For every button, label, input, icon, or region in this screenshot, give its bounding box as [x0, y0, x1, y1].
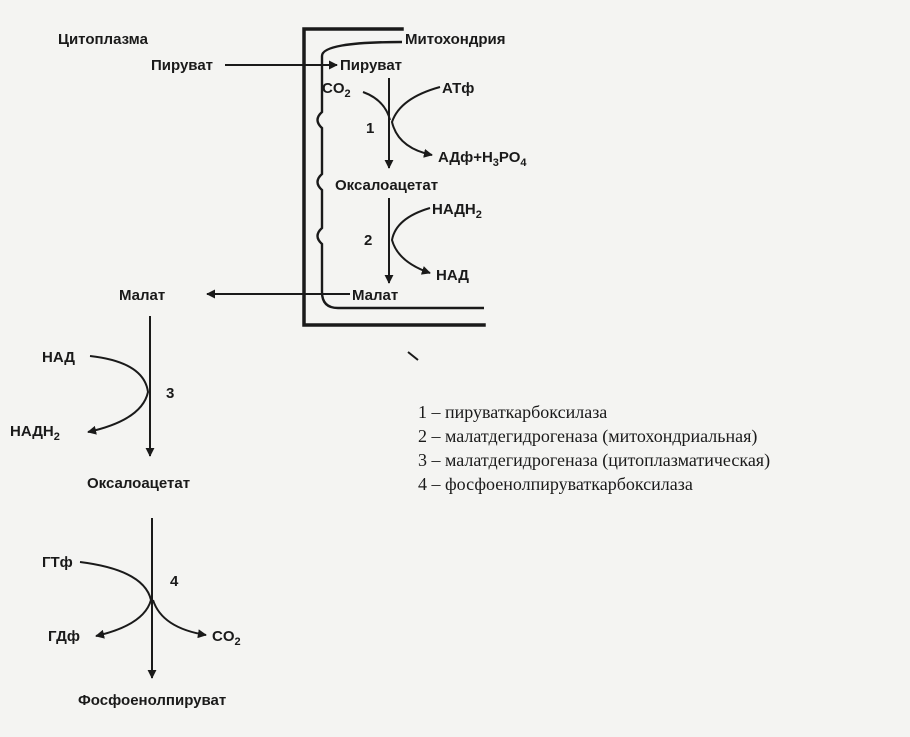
gdp-label: ГДф	[48, 628, 80, 645]
legend-item-3: 3 – малатдегидрогеназа (цитоплазматическ…	[418, 450, 771, 470]
legend-item-4: 4 – фосфоенолпируваткарбоксилаза	[418, 474, 693, 494]
legend-item-2: 2 – малатдегидрогеназа (митохондриальная…	[418, 426, 758, 446]
oxaloacetate-mitochondria: Оксалоацетат	[335, 177, 438, 194]
nad-mitochondria: НАД	[436, 267, 469, 284]
nad-cytoplasm: НАД	[42, 349, 75, 366]
cytoplasm-label: Цитоплазма	[58, 31, 149, 48]
adp-pi-label: АДф+Н3РО4	[438, 149, 527, 169]
outer-membrane	[302, 27, 486, 327]
mitochondria-label: Митохондрия	[405, 31, 506, 48]
step3-number: 3	[166, 385, 174, 402]
atp-curve	[390, 86, 441, 158]
malate-cytoplasm: Малат	[119, 287, 165, 304]
legend-item-1: 1 – пируваткарбоксилаза	[418, 402, 608, 422]
step2-number: 2	[364, 232, 372, 249]
gtp-curve	[79, 561, 152, 601]
enzyme-legend: 1 – пируваткарбоксилаза 2 – малатдегидро…	[418, 400, 770, 496]
nadh2-cytoplasm: НАДН2	[10, 423, 60, 443]
co2-step1: CO2	[322, 80, 351, 100]
step3-cofactor-curve	[87, 355, 150, 435]
co2-release-curve	[152, 599, 207, 639]
malate-mitochondria: Малат	[352, 287, 398, 304]
scan-speck	[407, 351, 419, 361]
co2-curve	[362, 91, 391, 121]
phosphoenolpyruvate-label: Фосфоенолпируват	[78, 692, 226, 709]
co2-step4: CO2	[212, 628, 241, 648]
gtp-label: ГТф	[42, 554, 73, 571]
gdp-curve	[95, 599, 152, 639]
step4-number: 4	[170, 573, 179, 590]
oxaloacetate-cytoplasm: Оксалоацетат	[87, 475, 190, 492]
step1-number: 1	[366, 120, 374, 137]
pyruvate-cytoplasm: Пируват	[151, 57, 213, 74]
step2-cofactor-curve	[390, 207, 431, 275]
nadh2-mitochondria: НАДН2	[432, 201, 482, 221]
atp-label: АТф	[442, 80, 474, 97]
pyruvate-mitochondria: Пируват	[340, 57, 402, 74]
